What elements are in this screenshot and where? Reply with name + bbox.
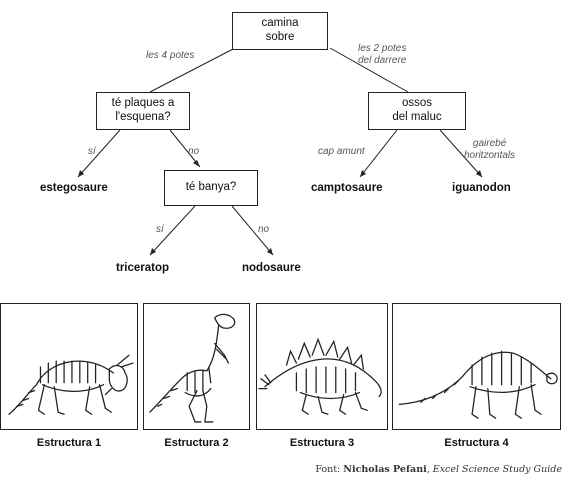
leaf-nodosaurus: nodosaure	[242, 262, 301, 274]
source-prefix: Font:	[315, 464, 344, 475]
edge-label-horn-no: no	[258, 224, 270, 235]
edge-label-hip-horizontal: gairebé horitzontals	[464, 138, 516, 161]
leaf-iguanodon: iguanodon	[452, 182, 511, 194]
hip-bones-node: ossos del maluc	[368, 92, 466, 130]
structure-panel-1	[0, 303, 138, 430]
root-node: camina sobre	[232, 12, 328, 50]
bipedal-skeleton-icon	[149, 313, 236, 423]
stegosaurus-skeleton-icon	[258, 337, 382, 415]
structure-caption-2: Estructura 2	[164, 437, 229, 449]
source-credit: Font: Nicholas Pefani, Excel Science Stu…	[315, 464, 562, 475]
horn-question-node: té banya?	[164, 170, 258, 206]
source-author: Nicholas Pefani	[343, 464, 427, 475]
leaf-camptosaurus: camptosaure	[311, 182, 383, 194]
source-separator: ,	[426, 464, 433, 475]
triceratops-skeleton-icon	[8, 354, 134, 415]
edge-label-hip-up: cap amunt	[318, 146, 365, 157]
structure-caption-4: Estructura 4	[444, 437, 509, 449]
tree-connectors	[77, 47, 483, 256]
structure-panel-4	[392, 303, 561, 430]
edge-label-horn-yes: sí	[156, 224, 164, 235]
structure-caption-1: Estructura 1	[36, 437, 102, 449]
structure-caption-3: Estructura 3	[289, 437, 355, 449]
plates-question-node: té plaques a l'esquena?	[96, 92, 190, 130]
leaf-triceratops: triceratop	[116, 262, 170, 274]
structure-panel-3	[256, 303, 388, 430]
edge-label-four-legs: les 4 potes	[146, 50, 195, 61]
source-title: Excel Science Study Guide	[432, 464, 562, 475]
edge-label-two-legs: les 2 potes del darrere	[358, 43, 407, 66]
edge-label-plates-yes: sí	[88, 146, 96, 157]
edge-label-plates-no: no	[188, 146, 200, 157]
leaf-stegosaurus: estegosaure	[40, 182, 108, 194]
long-tail-quadruped-skeleton-icon	[398, 350, 558, 419]
structure-panel-2	[143, 303, 250, 430]
